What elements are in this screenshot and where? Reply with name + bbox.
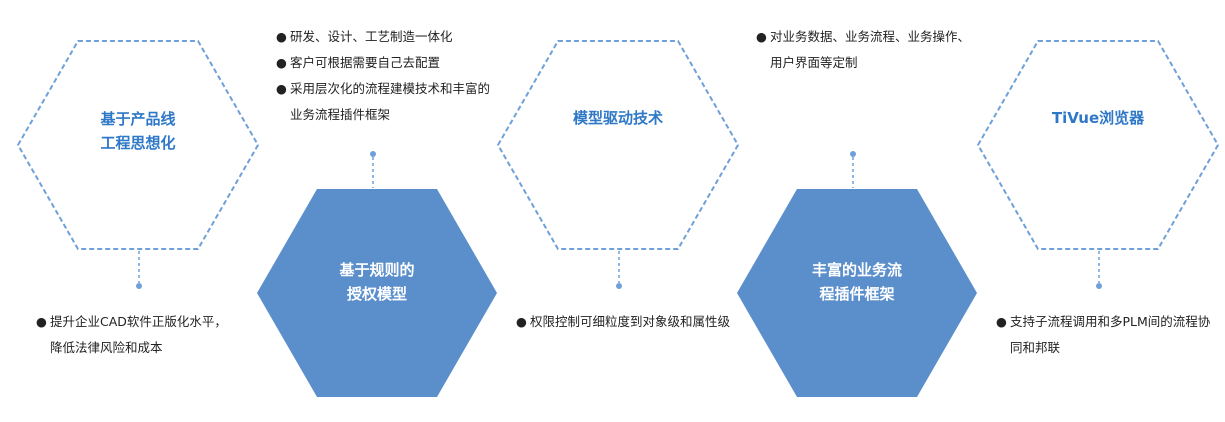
note-item: ● 权限控制可细粒度到对象级和属性级 [516,309,736,335]
note-text: 客户可根据需要自己去配置 [290,55,441,70]
hexagon-workflow-plugin [737,189,977,397]
note-text: 对业务数据、业务流程、业务操作、用户界面等定制 [770,29,971,70]
bullet-icon: ● [996,314,1007,329]
connector-dot-tivue [1096,283,1102,289]
note-text: 权限控制可细粒度到对象级和属性级 [530,314,731,329]
note-text: 采用层次化的流程建模技术和丰富的业务流程插件框架 [290,81,491,122]
node-title-workflow-plugin: 丰富的业务流 程插件框架 [777,258,937,306]
hexagon-product-line [16,40,260,250]
node-title-line: 工程思想化 [100,134,176,152]
bullet-icon: ● [276,81,287,96]
hexagon-rule-auth [257,189,497,397]
note-text: 提升企业CAD软件正版化水平，降低法律风险和成本 [50,314,227,355]
note-text: 支持子流程调用和多PLM间的流程协同和邦联 [1010,314,1211,355]
bullet-icon: ● [276,29,287,44]
note-item: ● 采用层次化的流程建模技术和丰富的业务流程插件框架 [276,76,496,128]
bullet-icon: ● [36,314,47,329]
note-item: ● 支持子流程调用和多PLM间的流程协同和邦联 [996,309,1211,361]
note-item: ● 客户可根据需要自己去配置 [276,50,496,76]
connector-dot-model-driven [616,283,622,289]
bullet-icon: ● [276,55,287,70]
connector-dot-product-line [136,283,142,289]
node-title-line: TiVue浏览器 [1051,109,1145,127]
node-title-line: 程插件框架 [819,285,895,303]
note-item: ● 对业务数据、业务流程、业务操作、用户界面等定制 [756,24,972,76]
connector-dot-rule-auth [370,151,376,157]
node-title-line: 模型驱动技术 [572,109,663,127]
node-title-line: 基于产品线 [100,110,176,128]
bullet-icon: ● [516,314,527,329]
node-title-line: 丰富的业务流 [811,261,902,279]
notes-tivue: ● 支持子流程调用和多PLM间的流程协同和邦联 [996,309,1211,361]
node-title-line: 基于规则的 [339,261,415,279]
hexagon-tivue [976,40,1220,250]
node-title-tivue: TiVue浏览器 [1018,106,1178,130]
bullet-icon: ● [756,29,767,44]
notes-product-line: ● 提升企业CAD软件正版化水平，降低法律风险和成本 [36,309,236,361]
node-title-product-line: 基于产品线 工程思想化 [58,107,218,155]
node-title-model-driven: 模型驱动技术 [538,106,698,130]
node-title-rule-auth: 基于规则的 授权模型 [297,258,457,306]
node-title-line: 授权模型 [346,285,407,303]
note-item: ● 提升企业CAD软件正版化水平，降低法律风险和成本 [36,309,236,361]
notes-workflow-plugin: ● 对业务数据、业务流程、业务操作、用户界面等定制 [756,24,972,76]
notes-model-driven: ● 权限控制可细粒度到对象级和属性级 [516,309,736,335]
connector-dot-workflow-plugin [850,151,856,157]
note-item: ● 研发、设计、工艺制造一体化 [276,24,496,50]
hexagon-model-driven [496,40,740,250]
note-text: 研发、设计、工艺制造一体化 [290,29,453,44]
notes-rule-auth: ● 研发、设计、工艺制造一体化 ● 客户可根据需要自己去配置 ● 采用层次化的流… [276,24,496,128]
